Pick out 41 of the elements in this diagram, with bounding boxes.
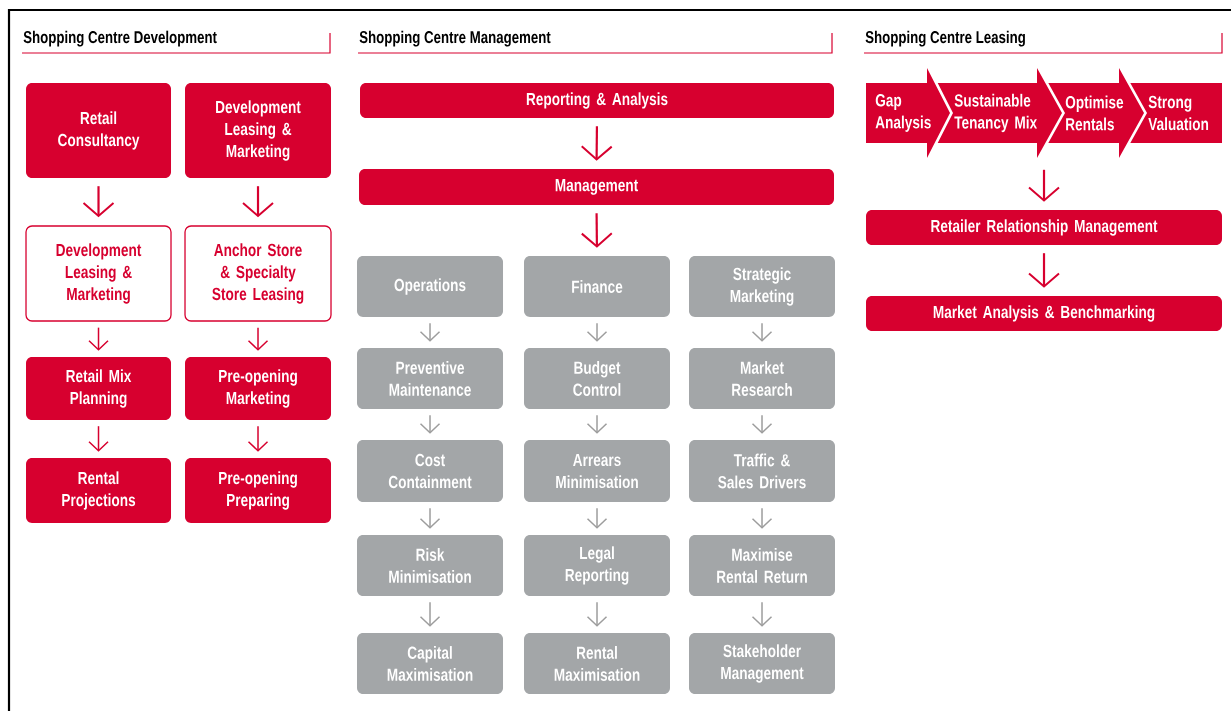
process-box: Operations [357,256,503,317]
process-box: Budget Control [524,348,670,409]
chevron-step: Optimise Rentals [1048,68,1144,158]
process-box: Preventive Maintenance [357,348,503,409]
chevron-step: Sustainable Tenancy Mix [937,68,1062,158]
process-box: Cost Containment [357,440,503,502]
process-box: Arrears Minimisation [524,440,670,502]
arrow [88,326,109,351]
process-box: Maximise Rental Return [689,535,835,596]
process-box: Risk Minimisation [357,535,503,596]
process-box: Legal Reporting [524,535,670,596]
process-box: Pre-opening Marketing [185,357,331,420]
process-box: Management [359,169,834,205]
process-box: Strategic Marketing [689,256,835,317]
section-heading: Shopping Centre Management [359,30,551,47]
arrow [247,425,269,452]
process-box: Development Leasing & Marketing [25,225,172,322]
node-label: Strong Valuation [1148,95,1209,131]
process-box: Stakeholder Management [689,633,835,694]
process-box: Market Research [689,348,835,409]
process-box: Reporting & Analysis [360,83,834,118]
process-box: Anchor Store & Specialty Store Leasing [184,225,332,322]
arrow [419,601,441,627]
process-box: Finance [524,256,670,317]
section-heading: Shopping Centre Development [23,30,217,47]
arrow [247,326,269,351]
arrow [751,601,773,627]
process-box: Rental Maximisation [524,633,670,694]
process-box: Development Leasing & Marketing [185,83,331,178]
arrow [586,601,608,627]
process-box: Traffic & Sales Drivers [689,440,835,502]
arrow [88,425,109,452]
process-box: Retailer Relationship Management [866,210,1222,245]
process-box: Rental Projections [26,458,171,523]
process-box: Market Analysis & Benchmarking [866,296,1222,331]
process-box: Retail Consultancy [26,83,171,178]
process-box: Pre-opening Preparing [185,458,331,523]
section-heading: Shopping Centre Leasing [865,30,1025,47]
process-box: Retail Mix Planning [26,357,171,420]
process-box: Capital Maximisation [357,633,503,694]
chevron-step: Gap Analysis [866,68,950,158]
